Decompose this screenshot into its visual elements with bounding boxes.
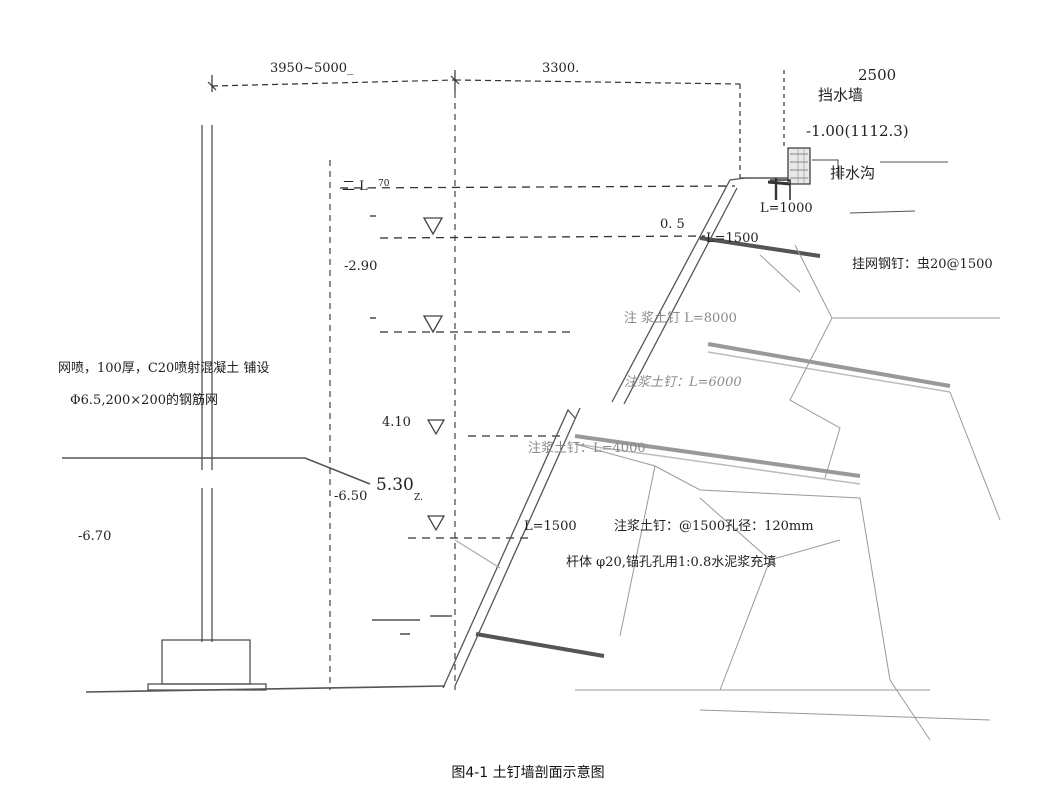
top-mark-sub-label: 70 — [378, 179, 390, 189]
slope-ratio-label: 0. 5 — [660, 217, 685, 232]
spray-note-line-2: Φ6.5,200×200的钢筋网 — [70, 392, 218, 408]
hang-net-nail-label: 挂网钢钉：虫20@1500 — [852, 257, 993, 272]
ground-lines — [62, 161, 948, 693]
elevation-530-label: 5.30 — [376, 475, 414, 495]
drain-label: 排水沟 — [830, 164, 875, 182]
dim-left-label: 3950~5000_ — [270, 61, 354, 76]
retaining-wall-label: 挡水墙 — [818, 86, 863, 104]
dim-mid-label: 3300. — [542, 61, 579, 76]
soil-nails — [454, 180, 951, 658]
nail-6000-label: 注浆土钉：L=6000 — [624, 375, 742, 390]
potential-slip-lines — [574, 244, 1001, 741]
dim-right-label: 2500 — [858, 66, 896, 84]
wall-face — [442, 177, 746, 689]
retaining-wall-block — [770, 147, 839, 200]
figure-caption: 图4-1 土钉墙剖面示意图 — [451, 765, 605, 781]
nail-top-label: L=1000 — [760, 201, 813, 216]
nail-spacing-label: 注浆土钉：@1500孔径：120mm — [614, 519, 814, 534]
top-mark-label: 二 L — [342, 179, 368, 194]
water-level-markers — [422, 217, 446, 532]
elevation-530-sub-label: Z. — [414, 493, 423, 503]
nail-1500-upper-label: L=1500 — [706, 231, 759, 246]
dimension-lines — [207, 70, 785, 178]
level-ticks — [370, 215, 452, 635]
elevation-m290-label: -2.90 — [344, 259, 377, 274]
vertical-references — [329, 92, 456, 690]
level-lines — [339, 185, 736, 539]
soil-nail-wall-section-drawing: 3950~5000_ 3300. 2500 挡水墙 -1.00(1112.3) … — [58, 61, 1001, 741]
spray-note-line-1: 网喷，100厚，C20喷射混凝土 铺设 — [58, 360, 269, 376]
rod-note-label: 杆体 φ20,锚孔孔用1:0.8水泥浆充填 — [566, 554, 776, 570]
nail-4000-label: 注浆土钉：L=4000 — [528, 441, 646, 456]
nail-8000-label: 注 浆土钉 L=8000 — [624, 311, 737, 326]
elevation-410-label: 4.10 — [382, 415, 411, 430]
elevation-m650-label: -6.50 — [334, 489, 367, 504]
left-building-column — [147, 125, 267, 691]
crest-elevation-label: -1.00(1112.3) — [806, 122, 909, 140]
nail-1500-lower-label: L=1500 — [524, 519, 577, 534]
elevation-m670-label: -6.70 — [78, 529, 111, 544]
